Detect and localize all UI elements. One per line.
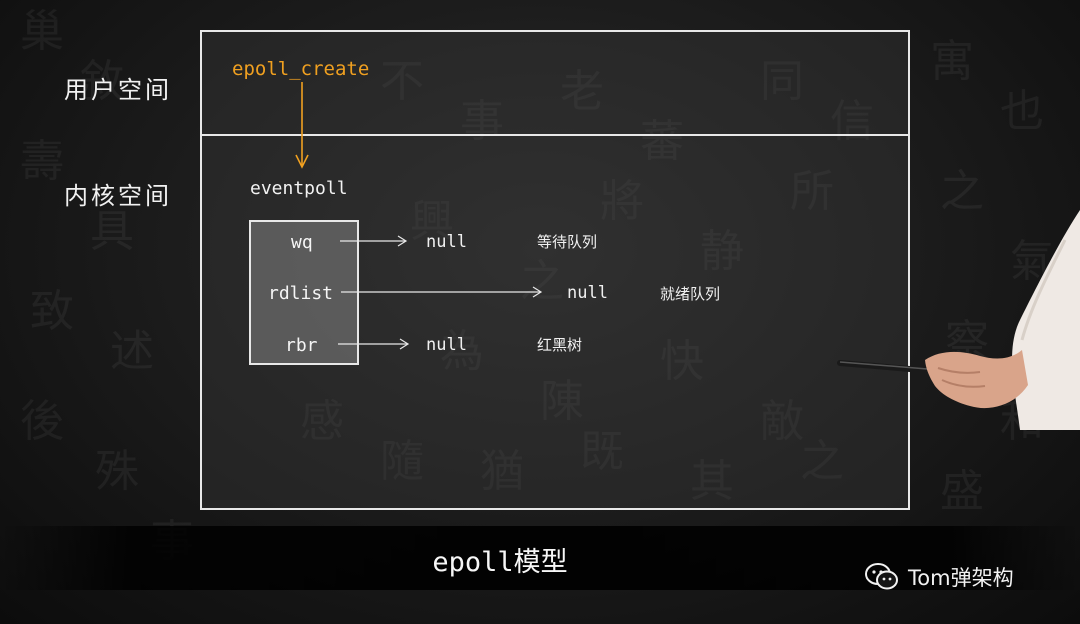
epoll-create-call: epoll_create — [232, 58, 370, 80]
address-space-frame — [200, 30, 910, 510]
wait-queue-label: 等待队列 — [537, 233, 598, 251]
rdlist-null-value: null — [567, 283, 608, 303]
field-wq: wq — [291, 232, 313, 253]
watermark-text: Tom弹架构 — [908, 566, 1014, 590]
eventpoll-struct-box — [249, 220, 359, 365]
wq-null-value: null — [426, 232, 467, 252]
user-kernel-divider — [200, 134, 910, 136]
user-space-label: 用户空间 — [64, 76, 172, 104]
field-rbr: rbr — [285, 335, 318, 356]
ready-queue-label: 就绪队列 — [660, 285, 721, 303]
slide-caption: epoll模型 — [432, 547, 568, 578]
field-rdlist: rdlist — [268, 283, 334, 304]
rb-tree-label: 红黑树 — [537, 336, 583, 354]
watermark: Tom弹架构 — [864, 562, 1014, 592]
presenter-hand — [837, 210, 1080, 430]
rbr-null-value: null — [426, 335, 467, 355]
wechat-icon — [865, 563, 898, 590]
caption-bar — [0, 526, 1080, 590]
eventpoll-label: eventpoll — [250, 178, 348, 199]
kernel-space-label: 内核空间 — [64, 182, 172, 210]
